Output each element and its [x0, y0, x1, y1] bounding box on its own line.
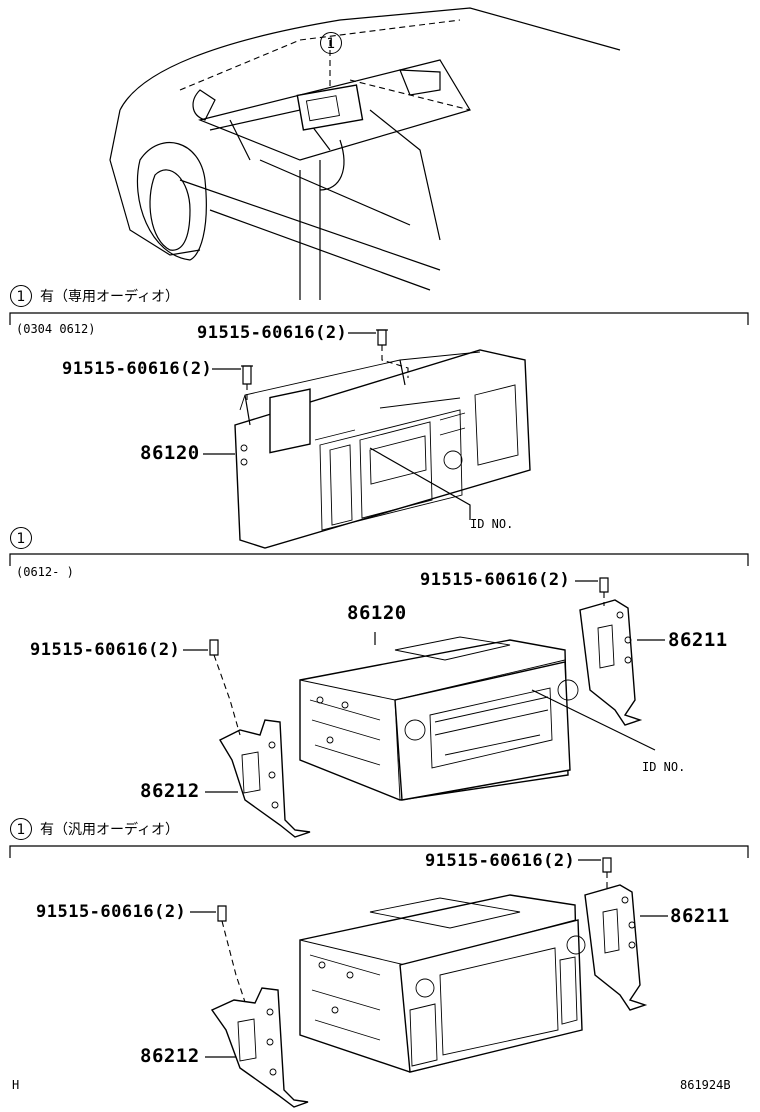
radio-86120-faceplate	[203, 329, 531, 549]
section3-bracket-left-label: 86212	[140, 1045, 200, 1067]
bracket-86211-right-generic	[578, 857, 668, 1011]
radio-86120-headunit	[299, 632, 656, 801]
section1-date-range: (0304 0612)	[16, 322, 96, 336]
section2-bracket-right-label: 86211	[668, 629, 728, 651]
section3-bolt-left-label: 91515-60616(2)	[36, 902, 187, 922]
callout-marker-overview: 1	[320, 32, 342, 54]
bracket-86212-left-generic	[190, 905, 309, 1108]
callout-marker-section3: 1	[10, 818, 32, 840]
section2-bolt-right-label: 91515-60616(2)	[420, 570, 571, 590]
callout-marker-section1: 1	[10, 285, 32, 307]
section3-header: 有（汎用オーディオ）	[40, 822, 180, 838]
section2-date-range: (0612- )	[16, 565, 74, 579]
section2-bracket-left-label: 86212	[140, 780, 200, 802]
section-rules	[9, 312, 749, 858]
illustration-code: 861924B	[680, 1078, 731, 1092]
section2-radio-label: 86120	[347, 602, 407, 624]
section1-radio-label: 86120	[140, 442, 200, 464]
callout-marker-section2: 1	[10, 527, 32, 549]
section1-id-no-label: ID NO.	[470, 517, 514, 531]
section3-bracket-right-label: 86211	[670, 905, 730, 927]
section2-id-no-label: ID NO.	[642, 760, 686, 774]
bracket-86212-left	[183, 639, 311, 838]
section2-bolt-left-label: 91515-60616(2)	[30, 640, 181, 660]
generic-audio-unit	[299, 894, 586, 1073]
section3-bolt-right-label: 91515-60616(2)	[425, 851, 576, 871]
footer-left-mark: H	[12, 1078, 20, 1092]
section1-bolt-left-label: 91515-60616(2)	[62, 359, 213, 379]
bracket-86211-right	[575, 577, 665, 726]
car-interior-illustration	[109, 7, 621, 300]
section1-bolt-top-label: 91515-60616(2)	[197, 323, 348, 343]
section1-header: 有（専用オーディオ）	[40, 289, 180, 305]
